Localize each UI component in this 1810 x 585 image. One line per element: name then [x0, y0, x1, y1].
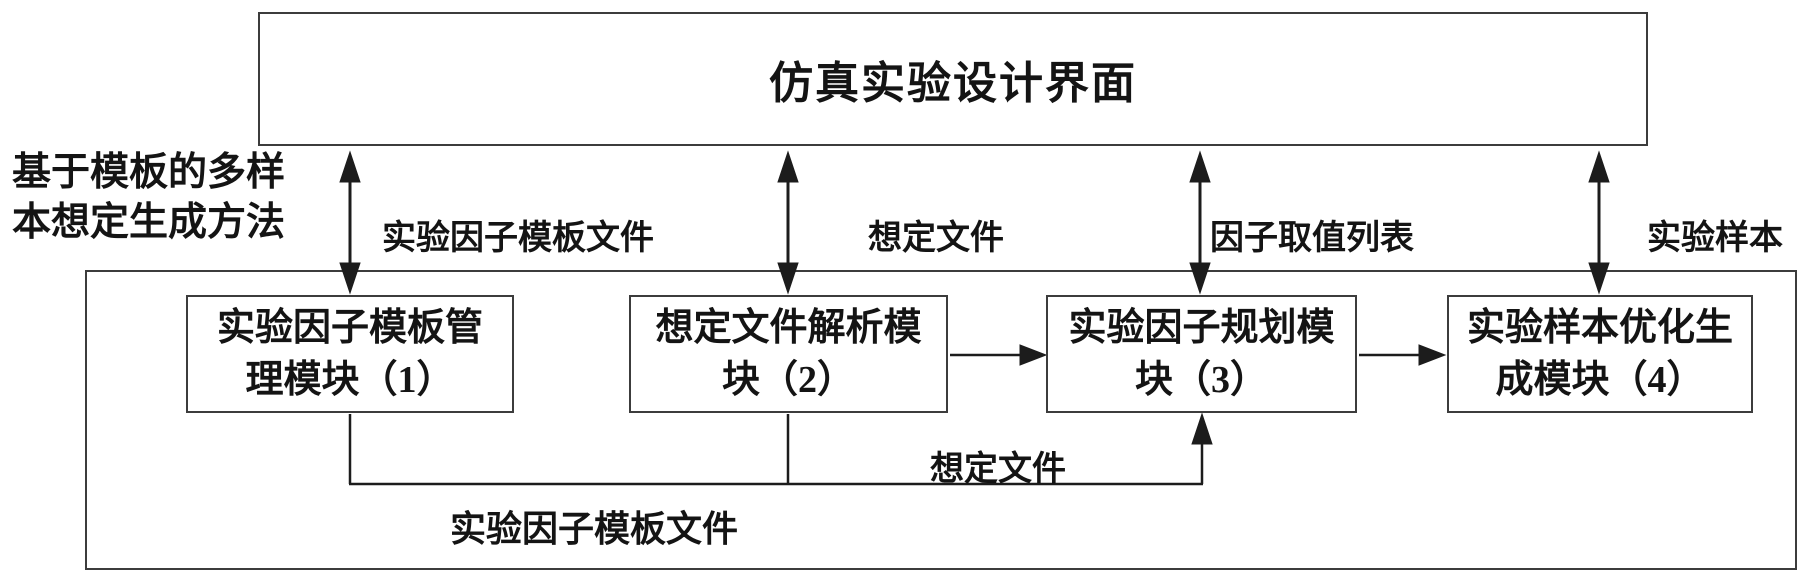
- double-arrow-experiment-sample: [1588, 150, 1610, 295]
- method-container-box: [85, 270, 1797, 570]
- link-label-scenario-file: 想定文件: [868, 220, 1004, 257]
- module-2-label-line2: 块（2）: [721, 359, 855, 401]
- module-3-label-line2: 块（3）: [1134, 359, 1268, 401]
- module-2-label-line1: 想定文件解析模: [655, 307, 922, 349]
- interface-box: 仿真实验设计界面: [258, 12, 1648, 146]
- feedback-path: [348, 412, 1213, 486]
- method-title-line2: 本想定生成方法: [12, 201, 286, 244]
- arrow-module3-to-module4: [1359, 344, 1447, 366]
- module-box-2: 想定文件解析模 块（2）: [629, 295, 948, 413]
- double-arrow-factor-value-list: [1189, 150, 1211, 295]
- module-4-label-line1: 实验样本优化生: [1466, 307, 1733, 349]
- interface-box-title: 仿真实验设计界面: [769, 59, 1137, 108]
- module-box-4: 实验样本优化生 成模块（4）: [1447, 295, 1753, 413]
- link-label-factor-value-list: 因子取值列表: [1210, 220, 1414, 257]
- double-arrow-scenario-file: [777, 150, 799, 295]
- module-box-3: 实验因子规划模 块（3）: [1046, 295, 1357, 413]
- method-title: 基于模板的多样 本想定生成方法: [12, 148, 285, 248]
- module-3-label-line1: 实验因子规划模: [1068, 307, 1335, 349]
- module-1-label-line1: 实验因子模板管: [216, 307, 483, 349]
- arrow-module2-to-module3: [950, 344, 1048, 366]
- module-box-1: 实验因子模板管 理模块（1）: [186, 295, 514, 413]
- double-arrow-template-file: [339, 150, 361, 295]
- feedback-label-scenario-file: 想定文件: [930, 451, 1066, 488]
- link-label-experiment-sample: 实验样本: [1647, 220, 1783, 257]
- method-title-line1: 基于模板的多样: [12, 151, 286, 194]
- module-1-label-line2: 理模块（1）: [245, 359, 455, 401]
- feedback-label-template-file: 实验因子模板文件: [450, 509, 739, 549]
- module-4-label-line2: 成模块（4）: [1495, 359, 1705, 401]
- link-label-template-file: 实验因子模板文件: [382, 220, 654, 257]
